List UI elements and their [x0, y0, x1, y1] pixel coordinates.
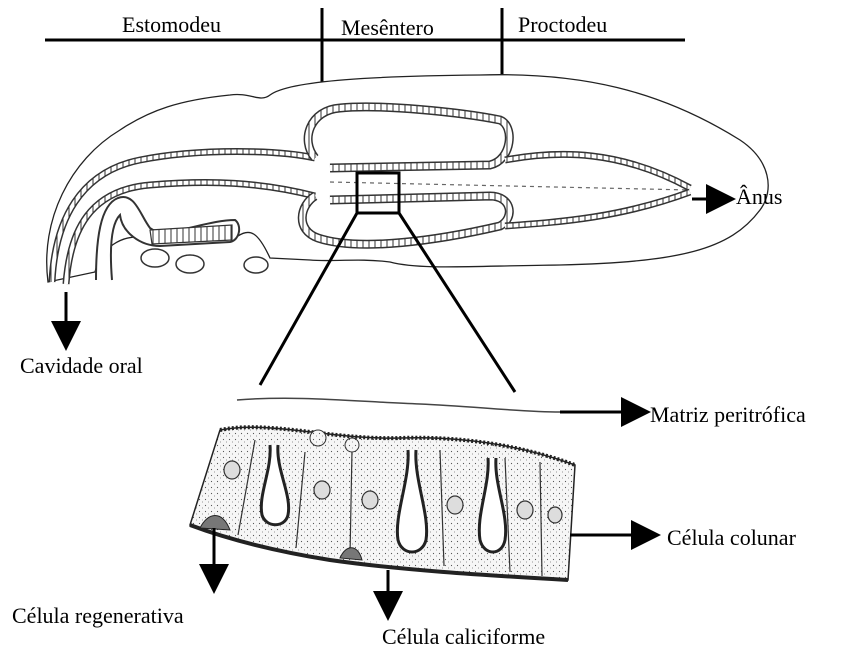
apical-bleb [345, 438, 359, 452]
peritrophic-matrix-line [237, 398, 560, 412]
label-anus: Ânus [736, 186, 782, 208]
lower-lobe-1 [141, 249, 169, 267]
lower-lobe-3 [244, 257, 268, 273]
cell-nucleus [548, 507, 562, 523]
label-regenerative-cell: Célula regenerativa [12, 605, 184, 627]
epithelium-body [190, 427, 575, 580]
epithelium-section [190, 398, 575, 580]
apical-bleb [310, 430, 326, 446]
cell-nucleus [224, 461, 240, 479]
label-columnar-cell: Célula colunar [667, 527, 796, 549]
label-stomodeum: Estomodeu [122, 14, 221, 36]
cell-nucleus [517, 501, 533, 519]
label-midgut: Mesêntero [341, 17, 434, 39]
label-peritrophic-matrix: Matriz peritrófica [650, 404, 806, 426]
cell-nucleus [314, 481, 330, 499]
cell-nucleus [447, 496, 463, 514]
lower-lobe-2 [176, 255, 204, 273]
label-proctodeum: Proctodeu [518, 14, 607, 36]
cell-nucleus [362, 491, 378, 509]
label-oral-cavity: Cavidade oral [20, 355, 143, 377]
label-goblet-cell: Célula caliciforme [382, 626, 545, 648]
